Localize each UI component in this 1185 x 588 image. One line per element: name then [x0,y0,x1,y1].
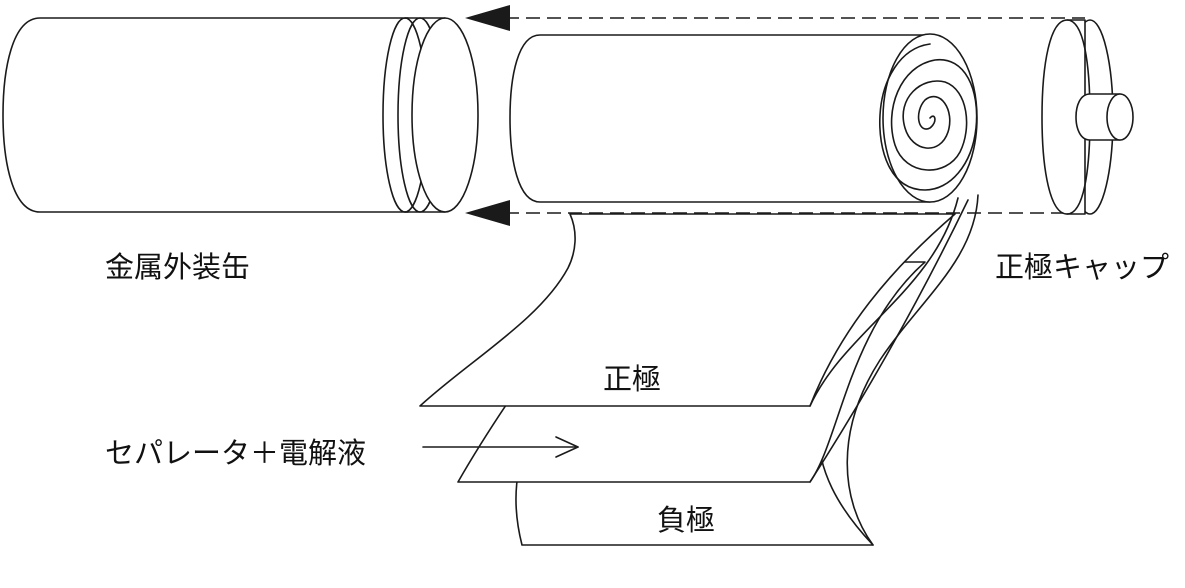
unrolled-sheets [419,194,979,546]
assembly-guides [465,5,1085,226]
label-separator-electrolyte: セパレータ＋電解液 [105,436,366,470]
roll-spiral [879,43,978,191]
sheet-edge-1 [809,197,959,407]
cap-terminal-tip [1106,93,1134,141]
arrow-head-top [465,5,510,31]
positive-cap [1041,19,1134,215]
positive-electrode-sheet [419,213,956,407]
cap-side-band [1041,19,1086,215]
separator-arrow-head [555,436,579,458]
electrode-roll [509,33,978,203]
label-negative-electrode: 負極 [657,503,715,537]
label-positive-electrode: 正極 [603,362,661,396]
metal-can [2,17,479,213]
can-rim-join [404,17,446,213]
label-positive-cap: 正極キャップ [995,250,1169,284]
can-open-end [411,17,479,213]
roll-body [509,34,931,203]
sheet-edge-2 [809,199,969,483]
can-body-outline [2,17,409,213]
arrow-head-bottom [465,200,510,226]
label-metal-can: 金属外装缶 [105,250,250,284]
sheet-edge-3 [846,194,979,546]
separator-arrow [422,436,579,458]
